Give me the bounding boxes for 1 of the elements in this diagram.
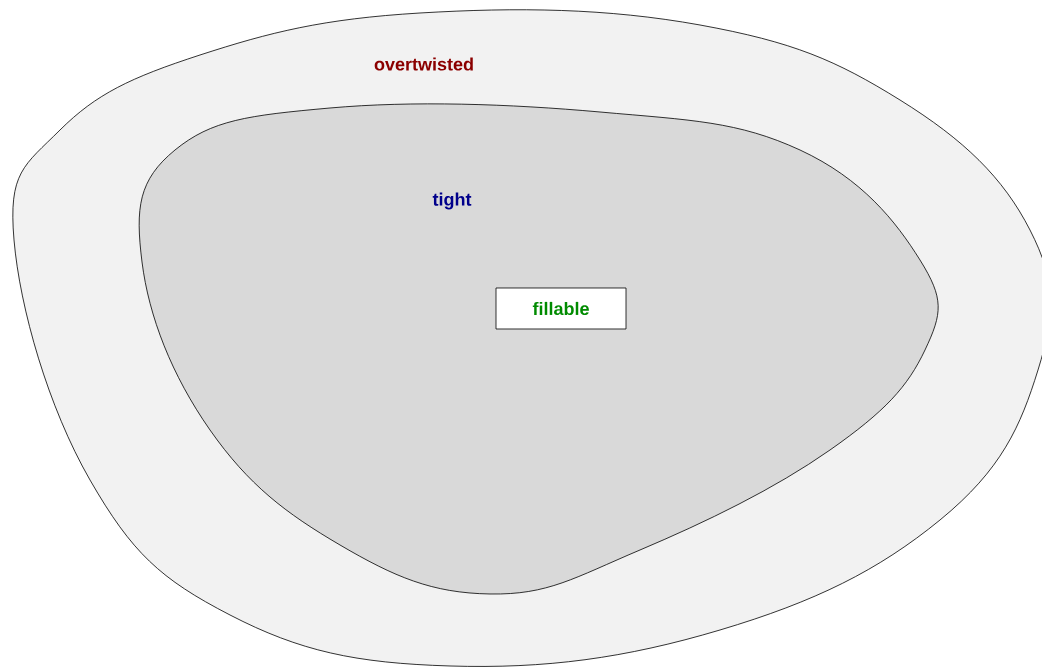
label-box: fillable xyxy=(495,287,627,330)
